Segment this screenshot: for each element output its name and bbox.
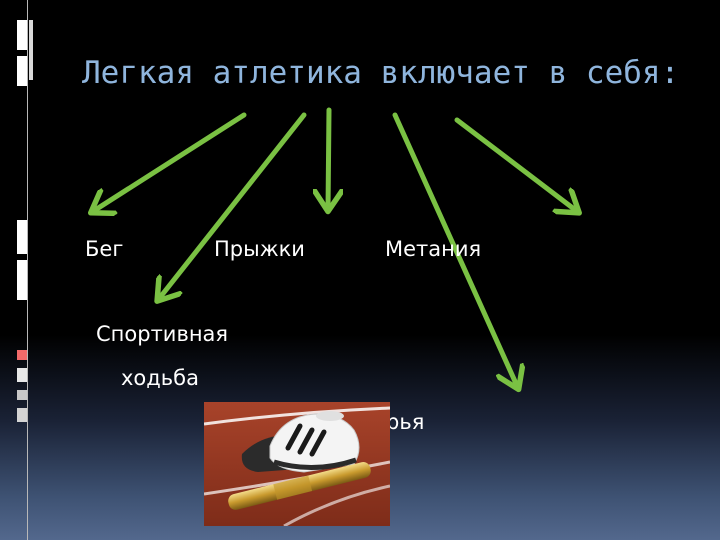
category-run-label: Бег [85, 237, 124, 261]
bar-white-3 [17, 220, 27, 254]
bar-gray-2 [17, 390, 27, 400]
arrow-to-allround [392, 112, 518, 388]
bar-white-1 [17, 20, 27, 50]
bar-white-2 [17, 56, 27, 86]
bar-red [17, 350, 27, 360]
left-divider-line [27, 0, 28, 540]
arrow-to-run [92, 112, 247, 212]
bar-thin-1 [29, 20, 33, 80]
category-throw-label: Метания [385, 237, 482, 261]
running-shoe-photo [204, 402, 390, 526]
category-walk-label-line1: Спортивная [96, 322, 229, 346]
bar-gray-3 [17, 408, 27, 422]
category-jump-label: Прыжки [214, 237, 305, 261]
category-walk-label-line2: ходьба [121, 366, 199, 390]
bar-white-4 [17, 260, 27, 300]
category-allround-label-partial: рья [386, 410, 425, 434]
arrow-to-walk [158, 112, 307, 300]
slide-title: Легкая атлетика включает в себя: [82, 55, 680, 91]
arrow-to-throw [454, 117, 578, 212]
arrow-to-jump [328, 107, 329, 210]
bar-gray-1 [17, 368, 27, 382]
